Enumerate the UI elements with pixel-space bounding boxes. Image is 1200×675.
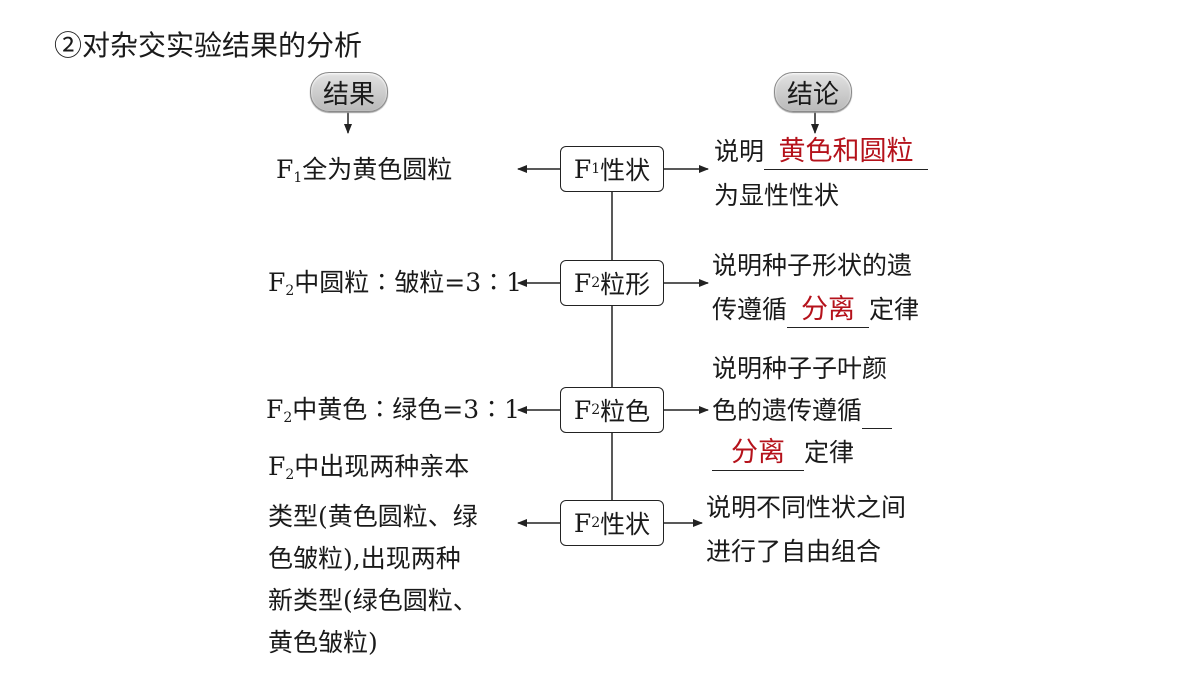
answer-blank-dominant: 黄色和圆粒 — [764, 135, 929, 170]
conclusion-f2-color: 说明种子子叶颜 色的遗传遵循 分离定律 — [712, 348, 893, 474]
result-header: 结果 — [310, 72, 388, 112]
result-f1: F1全为黄色圆粒 — [276, 155, 453, 186]
conclusion-f2-shape: 说明种子形状的遗 传遵循分离定律 — [712, 244, 919, 332]
result-f2-color: F2中黄色∶绿色=3∶1 — [266, 395, 521, 426]
conclusion-f2-traits: 说明不同性状之间 进行了自由组合 — [706, 493, 907, 566]
result-f2-traits: F2中出现两种亲本 类型(黄色圆粒、绿 色皱粒),出现两种 新类型(绿色圆粒、 … — [268, 452, 478, 657]
conclusion-header: 结论 — [774, 72, 852, 112]
answer-blank-segregation-1: 分离 — [787, 293, 870, 328]
answer-blank-segregation-2: 分离 — [712, 436, 804, 471]
section-title: ②对杂交实验结果的分析 — [54, 29, 363, 62]
result-f2-shape: F2中圆粒∶皱粒=3∶1 — [268, 268, 523, 299]
conclusion-f1: 说明黄色和圆粒 为显性性状 — [714, 130, 929, 218]
